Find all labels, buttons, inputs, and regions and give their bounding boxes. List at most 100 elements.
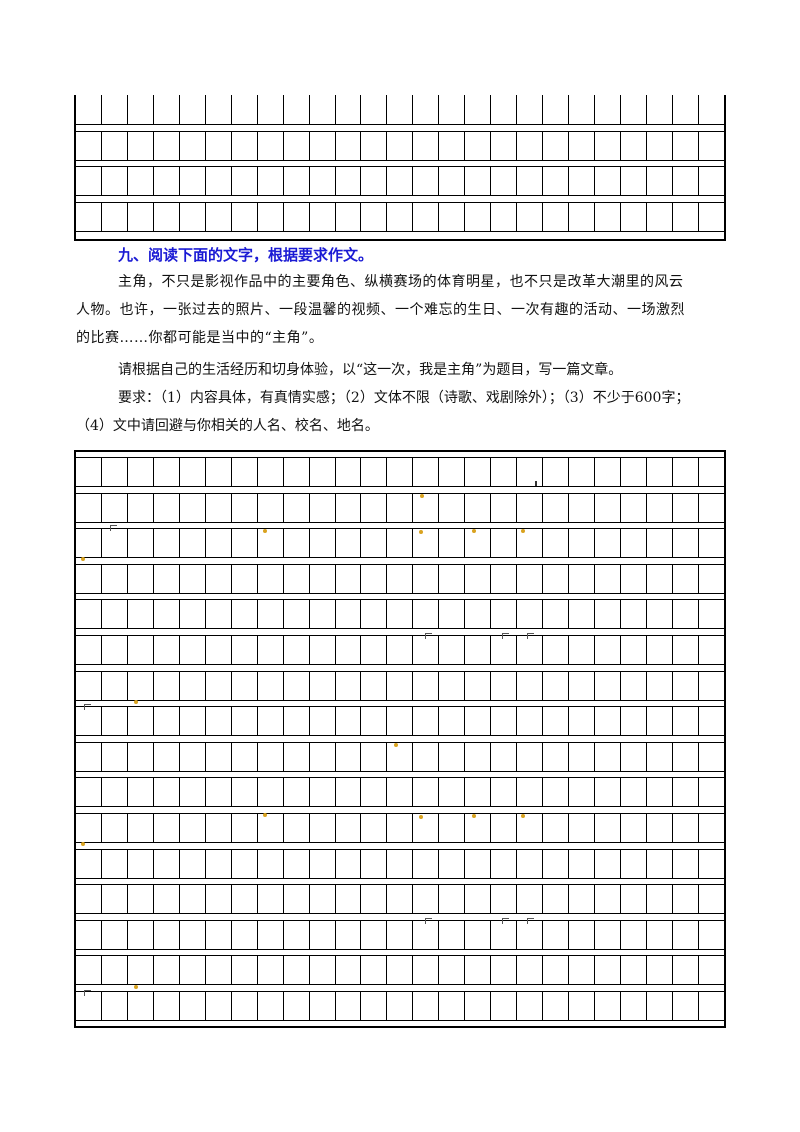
requirements-paragraph: 要求：（1）内容具体，有真情实感；（2）文体不限（诗歌、戏剧除外）；（3）不少于… <box>76 390 690 434</box>
grid-cell <box>258 95 284 124</box>
grid-cell <box>465 707 492 736</box>
grid-cell <box>413 920 440 949</box>
grid-cell <box>569 564 596 593</box>
scan-tick <box>502 918 509 924</box>
grid-cell <box>439 564 466 593</box>
grid-cell <box>699 494 724 522</box>
grid-cell <box>361 564 388 593</box>
grid-cell <box>180 529 206 558</box>
grid-cell <box>673 885 699 914</box>
grid-cell <box>621 529 647 558</box>
grid-cell <box>128 636 154 664</box>
grid-cell <box>206 992 232 1020</box>
grid-cell <box>128 95 154 124</box>
grid-cell <box>284 992 310 1020</box>
grid-cell <box>258 885 284 914</box>
grid-cell <box>102 992 128 1020</box>
grid-cell <box>128 885 154 914</box>
grid-cell <box>154 742 180 771</box>
grid-cell <box>310 600 336 629</box>
grid-cell <box>258 458 284 486</box>
grid-cell <box>154 920 180 949</box>
grid-cell <box>465 167 492 196</box>
grid-row <box>76 563 724 594</box>
grid-row <box>76 492 724 523</box>
grid-cell <box>491 992 518 1020</box>
grid-cell <box>595 671 622 700</box>
grid-cell <box>76 564 102 593</box>
grid-cell <box>232 493 258 522</box>
scan-tick <box>502 633 509 639</box>
grid-cell <box>284 131 310 160</box>
grid-cell <box>284 564 310 593</box>
grid-cell <box>336 493 362 522</box>
grid-cell <box>232 778 258 807</box>
grid-cell <box>102 956 128 985</box>
grid-cell <box>76 458 102 486</box>
grid-cell <box>258 707 284 736</box>
grid-cell <box>206 671 232 700</box>
grid-cell <box>517 600 544 629</box>
grid-cell <box>491 849 518 878</box>
grid-cell <box>621 707 647 736</box>
grid-cell <box>491 564 518 593</box>
grid-row <box>76 599 724 630</box>
grid-cell <box>569 671 596 700</box>
grid-cell <box>258 493 284 522</box>
grid-cell <box>206 95 232 124</box>
scan-dot <box>134 985 138 989</box>
grid-cell <box>439 849 466 878</box>
grid-cell <box>595 849 622 878</box>
grid-cell <box>647 564 673 593</box>
instruction-paragraph: 请根据自己的生活经历和切身体验，以“这一次，我是主角”为题目，写一篇文章。 <box>118 362 623 378</box>
grid-cell <box>595 167 622 196</box>
scan-dot <box>521 814 525 818</box>
grid-cell <box>491 707 518 736</box>
grid-cell <box>699 600 724 628</box>
grid-cell <box>569 202 596 231</box>
grid-cell <box>206 778 232 807</box>
grid-cell <box>465 529 492 558</box>
grid-cell <box>439 742 466 771</box>
question-heading: 九、阅读下面的文字，根据要求作文。 <box>118 246 374 264</box>
grid-cell <box>206 529 232 558</box>
grid-cell <box>180 600 206 629</box>
grid-cell <box>673 956 699 985</box>
grid-cell <box>439 202 466 231</box>
grid-cell <box>361 167 388 196</box>
grid-cell <box>465 956 492 985</box>
grid-cell <box>439 956 466 985</box>
grid-cell <box>569 95 596 124</box>
grid-cell <box>439 992 466 1020</box>
grid-cell <box>647 885 673 914</box>
grid-cell <box>128 956 154 985</box>
grid-cell <box>517 564 544 593</box>
grid-row <box>76 884 724 915</box>
grid-cell <box>180 636 206 664</box>
grid-cell <box>491 920 518 949</box>
grid-cell <box>361 131 388 160</box>
grid-cell <box>336 992 362 1020</box>
grid-cell <box>128 458 154 486</box>
grid-cell <box>76 131 102 160</box>
grid-cell <box>336 956 362 985</box>
grid-row <box>76 813 724 843</box>
grid-cell <box>206 202 232 231</box>
grid-cell <box>310 564 336 593</box>
grid-cell <box>128 131 154 160</box>
grid-cell <box>569 636 596 664</box>
grid-cell <box>413 95 440 124</box>
grid-cell <box>543 920 570 949</box>
grid-cell <box>284 636 310 664</box>
grid-cell <box>102 529 128 558</box>
grid-cell <box>154 202 180 231</box>
grid-cell <box>284 707 310 736</box>
grid-cell <box>699 636 724 664</box>
grid-cell <box>543 707 570 736</box>
grid-cell <box>154 992 180 1020</box>
grid-cell <box>284 493 310 522</box>
scan-tick <box>425 918 432 924</box>
grid-cell <box>387 202 414 231</box>
grid-row <box>76 741 724 772</box>
grid-cell <box>76 600 102 629</box>
